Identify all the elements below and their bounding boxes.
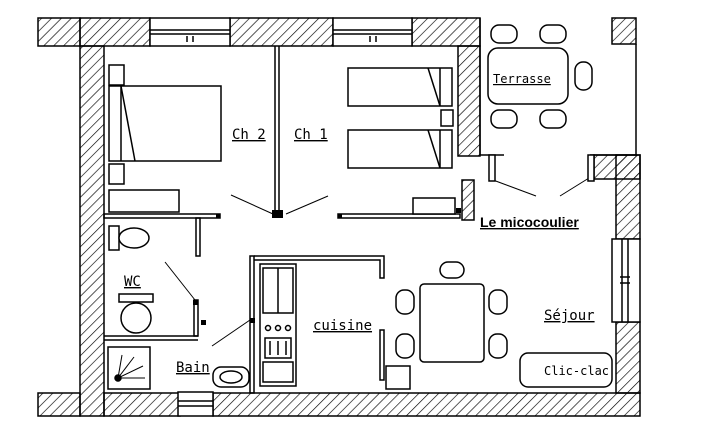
window-right xyxy=(611,238,641,323)
room-label-cuisine: cuisine xyxy=(313,318,372,334)
wall-segment xyxy=(615,321,641,394)
room-label-bain: Bain xyxy=(176,360,210,376)
sofa-label: Clic-clac xyxy=(544,364,609,378)
wall-post xyxy=(456,208,461,213)
wall-segment xyxy=(411,17,481,47)
toilet-tank xyxy=(118,293,154,303)
exterior-walls xyxy=(37,17,641,417)
chair xyxy=(395,333,415,359)
wall-segment xyxy=(79,45,105,417)
room-label-ch1: Ch 1 xyxy=(294,127,328,143)
wall-post xyxy=(216,214,220,218)
shower-tray xyxy=(107,346,151,390)
toilet-bowl xyxy=(120,302,152,334)
chair xyxy=(539,24,567,44)
wardrobe xyxy=(412,197,456,215)
sink xyxy=(262,361,294,383)
window-top-left xyxy=(149,17,231,47)
chair xyxy=(490,109,518,129)
terrace-doors xyxy=(488,154,595,182)
cabinet xyxy=(385,365,411,390)
kitchen-furniture xyxy=(259,263,411,390)
chair xyxy=(539,109,567,129)
chair xyxy=(439,261,465,279)
chair xyxy=(488,333,508,359)
wc-furniture xyxy=(108,225,154,334)
chair xyxy=(574,61,593,91)
wall-segment xyxy=(611,17,637,45)
wall-post xyxy=(201,320,206,325)
property-title: Le micocoulier xyxy=(480,214,579,230)
window-top-right xyxy=(332,17,413,47)
wall-segment xyxy=(79,17,151,47)
terrace-border xyxy=(479,18,504,156)
shower-drain xyxy=(114,374,122,382)
room-label-ch2: Ch 2 xyxy=(232,127,266,143)
single-bed xyxy=(347,129,453,169)
wall-post xyxy=(250,318,255,323)
chair xyxy=(490,24,518,44)
double-bed xyxy=(108,85,222,162)
wall-segment xyxy=(229,17,334,47)
wall-segment xyxy=(212,392,641,417)
terrace-table xyxy=(487,47,569,105)
door-handle xyxy=(272,210,283,218)
chair xyxy=(395,289,415,315)
wall-post xyxy=(193,300,198,305)
chair xyxy=(488,289,508,315)
window-bottom xyxy=(177,391,214,417)
washbasin xyxy=(118,227,150,249)
wall-segment xyxy=(37,392,81,417)
terrace-border xyxy=(590,44,637,156)
door-lines xyxy=(164,177,590,347)
terrace-furniture xyxy=(487,24,593,129)
wall-segment xyxy=(37,17,81,47)
room-label-terrasse: Terrasse xyxy=(493,72,551,86)
living-room-furniture xyxy=(395,261,613,388)
dining-table xyxy=(419,283,485,363)
wall-segment xyxy=(461,179,475,221)
bedroom-1-furniture xyxy=(347,67,456,215)
single-bed xyxy=(347,67,453,107)
bedroom-2-furniture xyxy=(108,64,222,213)
wall-segment xyxy=(457,45,481,157)
nightstand xyxy=(108,64,125,86)
room-label-wc: WC xyxy=(124,274,141,290)
wall-segment xyxy=(103,392,181,417)
wardrobe xyxy=(108,189,180,213)
wall-segment xyxy=(593,154,641,180)
room-label-sejour: Séjour xyxy=(544,308,595,324)
sofa-bed xyxy=(519,352,613,388)
nightstand xyxy=(108,163,125,185)
nightstand xyxy=(440,109,454,127)
bathroom-furniture xyxy=(107,346,250,390)
wall-post xyxy=(338,214,342,218)
wc-cistern xyxy=(108,225,120,251)
